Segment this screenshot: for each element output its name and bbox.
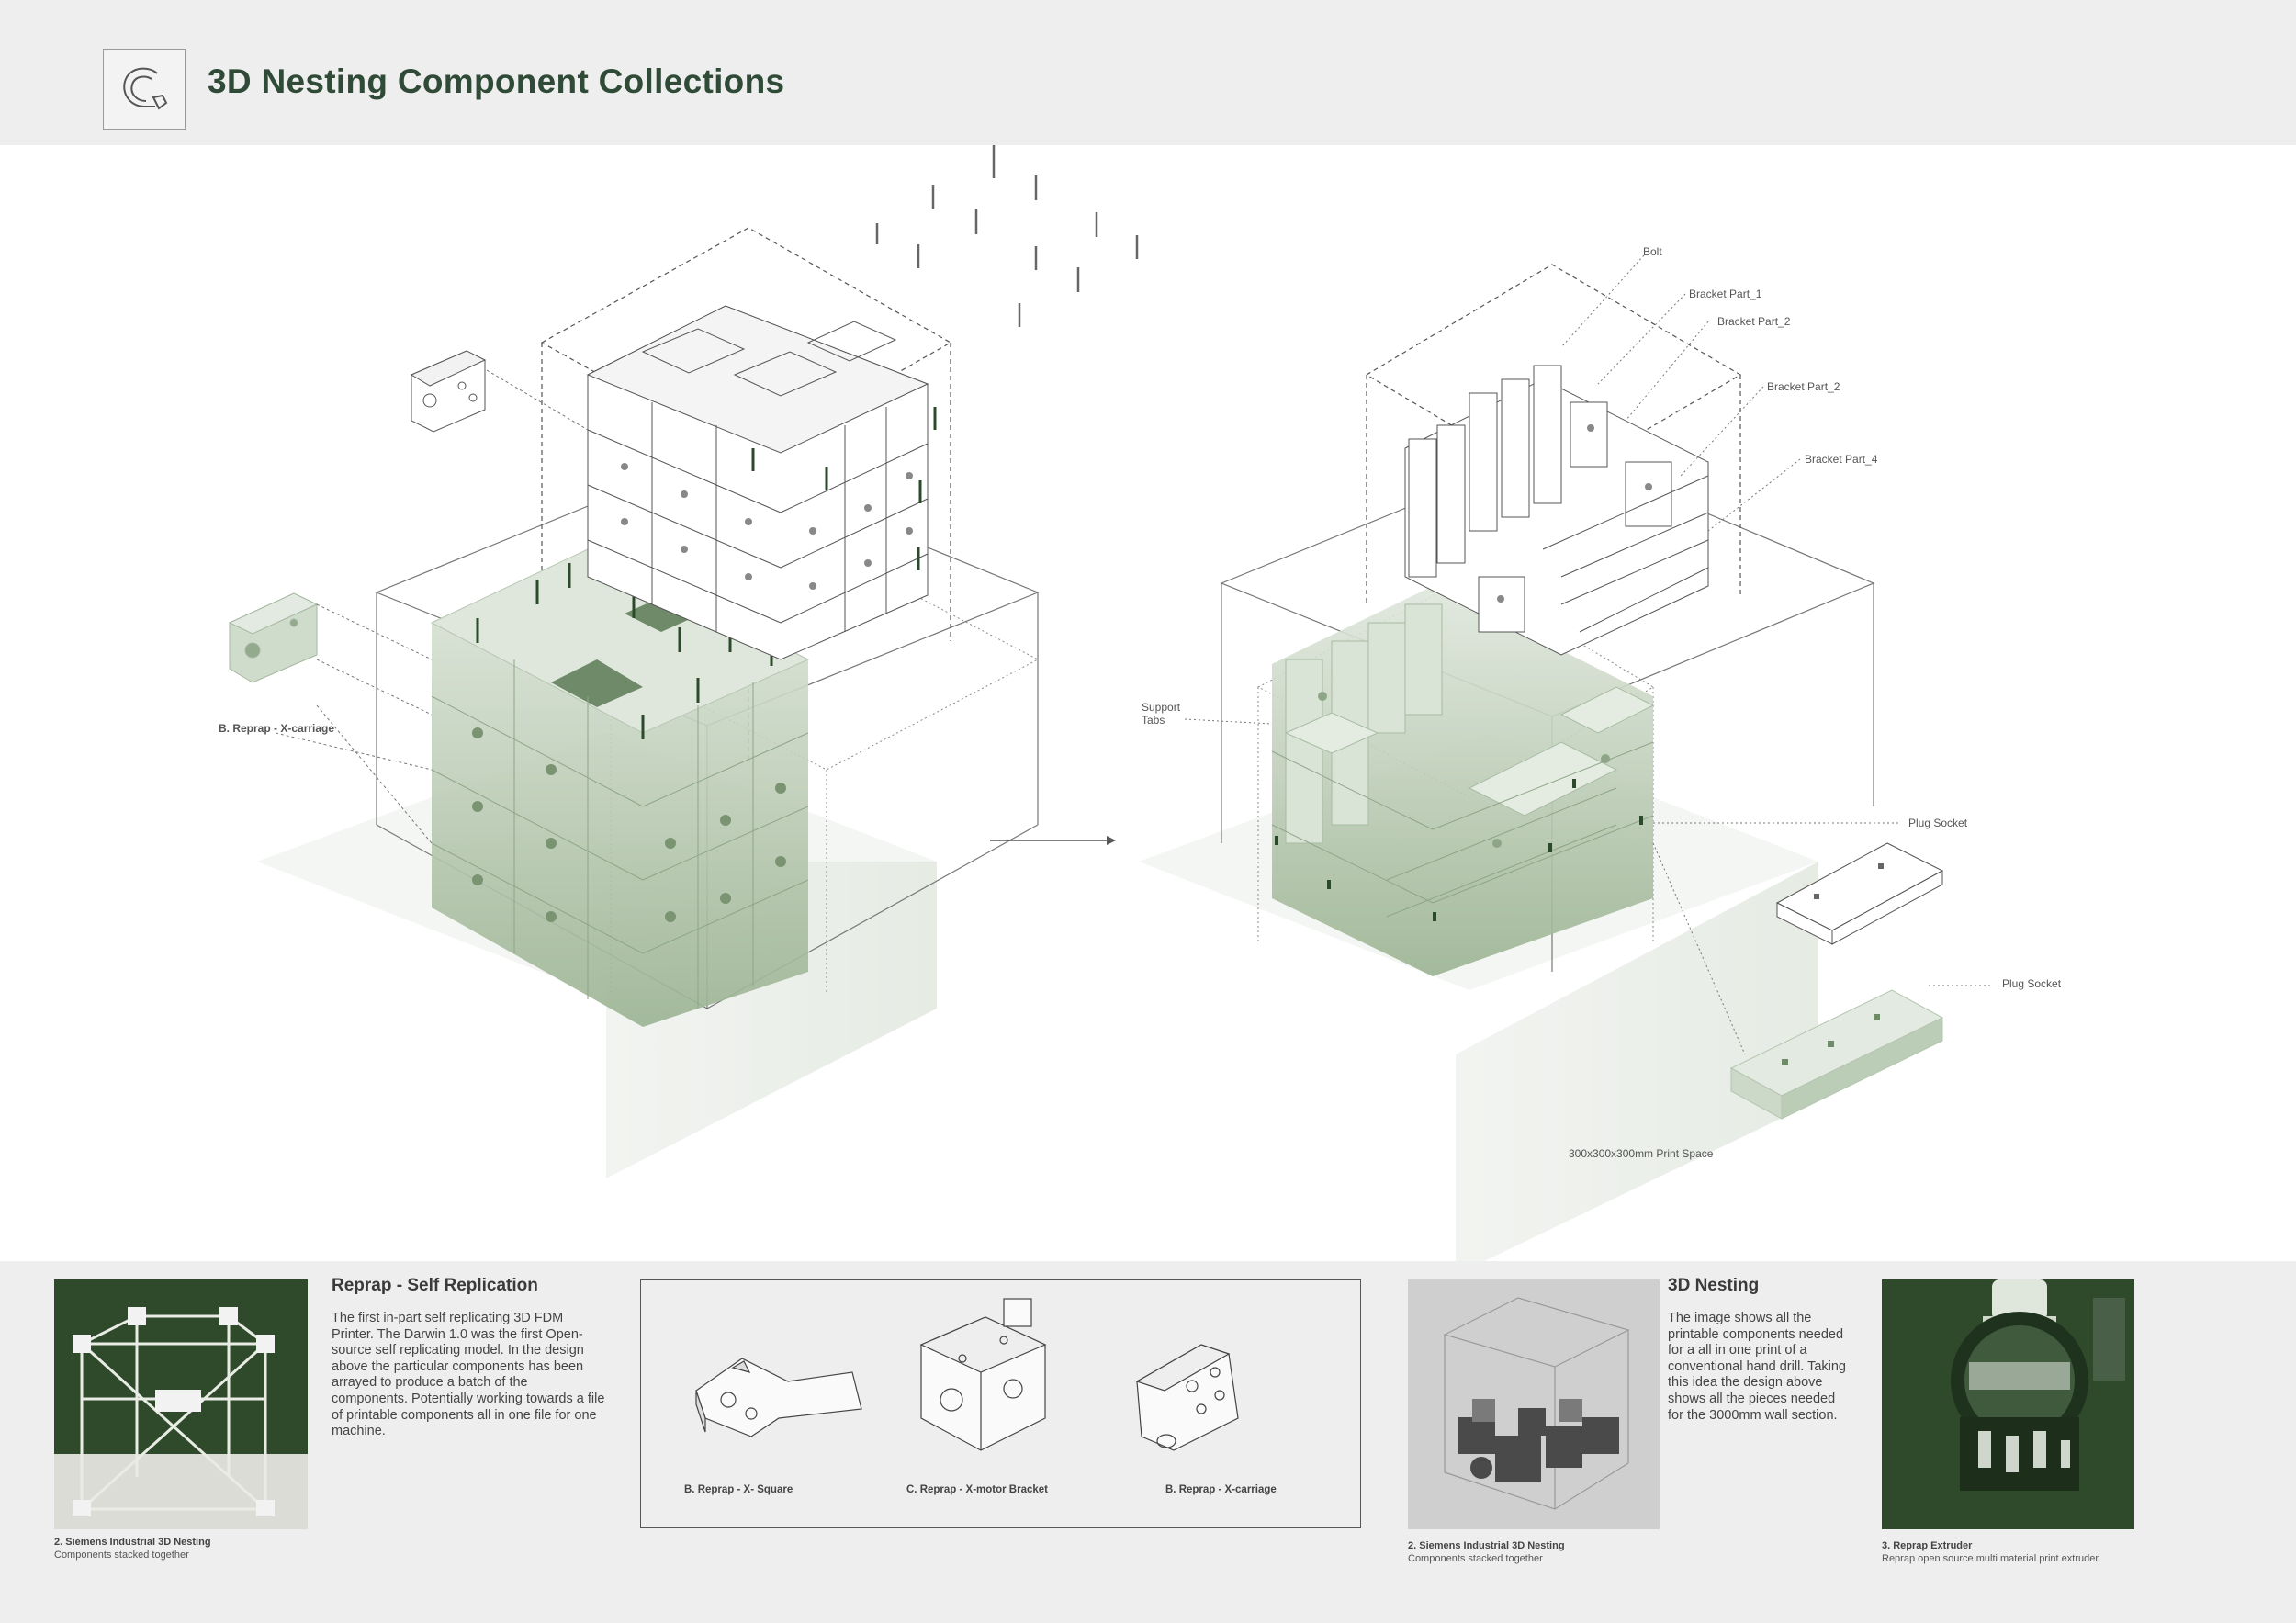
label-bolt: Bolt — [1643, 245, 1662, 258]
left-assembly — [228, 145, 1139, 1178]
nesting-box-image — [1408, 1279, 1660, 1529]
extruder-image — [1882, 1279, 2134, 1529]
logo-mark-icon — [123, 67, 168, 110]
component-label-2: C. Reprap - X-motor Bracket — [906, 1484, 1049, 1495]
plug-socket-wire — [1775, 842, 1944, 945]
logo — [103, 49, 186, 130]
photo-siemens-nesting — [1408, 1279, 1660, 1529]
reprap-heading: Reprap - Self Replication — [332, 1276, 538, 1295]
nesting-body: The image shows all the printable compon… — [1668, 1311, 1847, 1423]
photo-reprap-darwin — [54, 1279, 308, 1529]
label-bracket-part-1: Bracket Part_1 — [1689, 287, 1762, 300]
flow-arrow — [990, 836, 1116, 845]
photo-reprap-extruder — [1882, 1279, 2134, 1529]
left-wire-parts — [586, 305, 937, 660]
floating-pins — [875, 145, 1139, 327]
label-bracket-part-2a: Bracket Part_2 — [1717, 315, 1791, 328]
label-xcarriage: B. Reprap - X-carriage — [219, 722, 335, 735]
left-green-parts — [430, 548, 810, 1027]
label-tabs: Tabs — [1142, 714, 1165, 727]
floating-bracket-wire — [410, 350, 487, 433]
floating-bracket-green — [228, 592, 319, 683]
label-bracket-part-2b: Bracket Part_2 — [1767, 380, 1840, 393]
nesting-diagram — [228, 145, 1993, 1261]
component-drawings — [695, 1298, 1239, 1451]
photo2-caption-sub: Components stacked together — [1408, 1553, 1543, 1564]
nesting-heading: 3D Nesting — [1668, 1276, 1760, 1295]
photo1-caption-sub: Components stacked together — [54, 1550, 189, 1561]
label-bracket-part-4: Bracket Part_4 — [1805, 453, 1878, 466]
photo2-caption-title: 2. Siemens Industrial 3D Nesting — [1408, 1540, 1565, 1551]
component-label-3: B. Reprap - X-carriage — [1165, 1484, 1277, 1495]
header-band: 3D Nesting Component Collections — [0, 0, 2296, 145]
x-carriage-part — [1135, 1344, 1239, 1451]
photo1-caption-title: 2. Siemens Industrial 3D Nesting — [54, 1537, 211, 1548]
page-title: 3D Nesting Component Collections — [208, 62, 785, 100]
reprap-printer-image — [54, 1279, 308, 1529]
right-wire-parts — [1404, 365, 1709, 656]
label-support: Support — [1142, 701, 1181, 714]
x-square-part — [695, 1358, 862, 1437]
components-frame — [640, 1279, 1361, 1528]
component-label-1: B. Reprap - X- Square — [684, 1484, 793, 1495]
plug-socket-green — [1729, 989, 1944, 1120]
reprap-body: The first in-part self replicating 3D FD… — [332, 1311, 605, 1439]
x-motor-bracket-part — [919, 1298, 1047, 1451]
right-assembly — [1139, 254, 1993, 1261]
label-plug-socket-2: Plug Socket — [2002, 977, 2062, 990]
photo3-caption-sub: Reprap open source multi material print … — [1882, 1553, 2101, 1564]
right-green-parts — [1271, 586, 1655, 976]
label-print-space: 300x300x300mm Print Space — [1569, 1147, 1714, 1160]
photo3-caption-title: 3. Reprap Extruder — [1882, 1540, 1973, 1551]
label-plug-socket-1: Plug Socket — [1908, 817, 1968, 829]
